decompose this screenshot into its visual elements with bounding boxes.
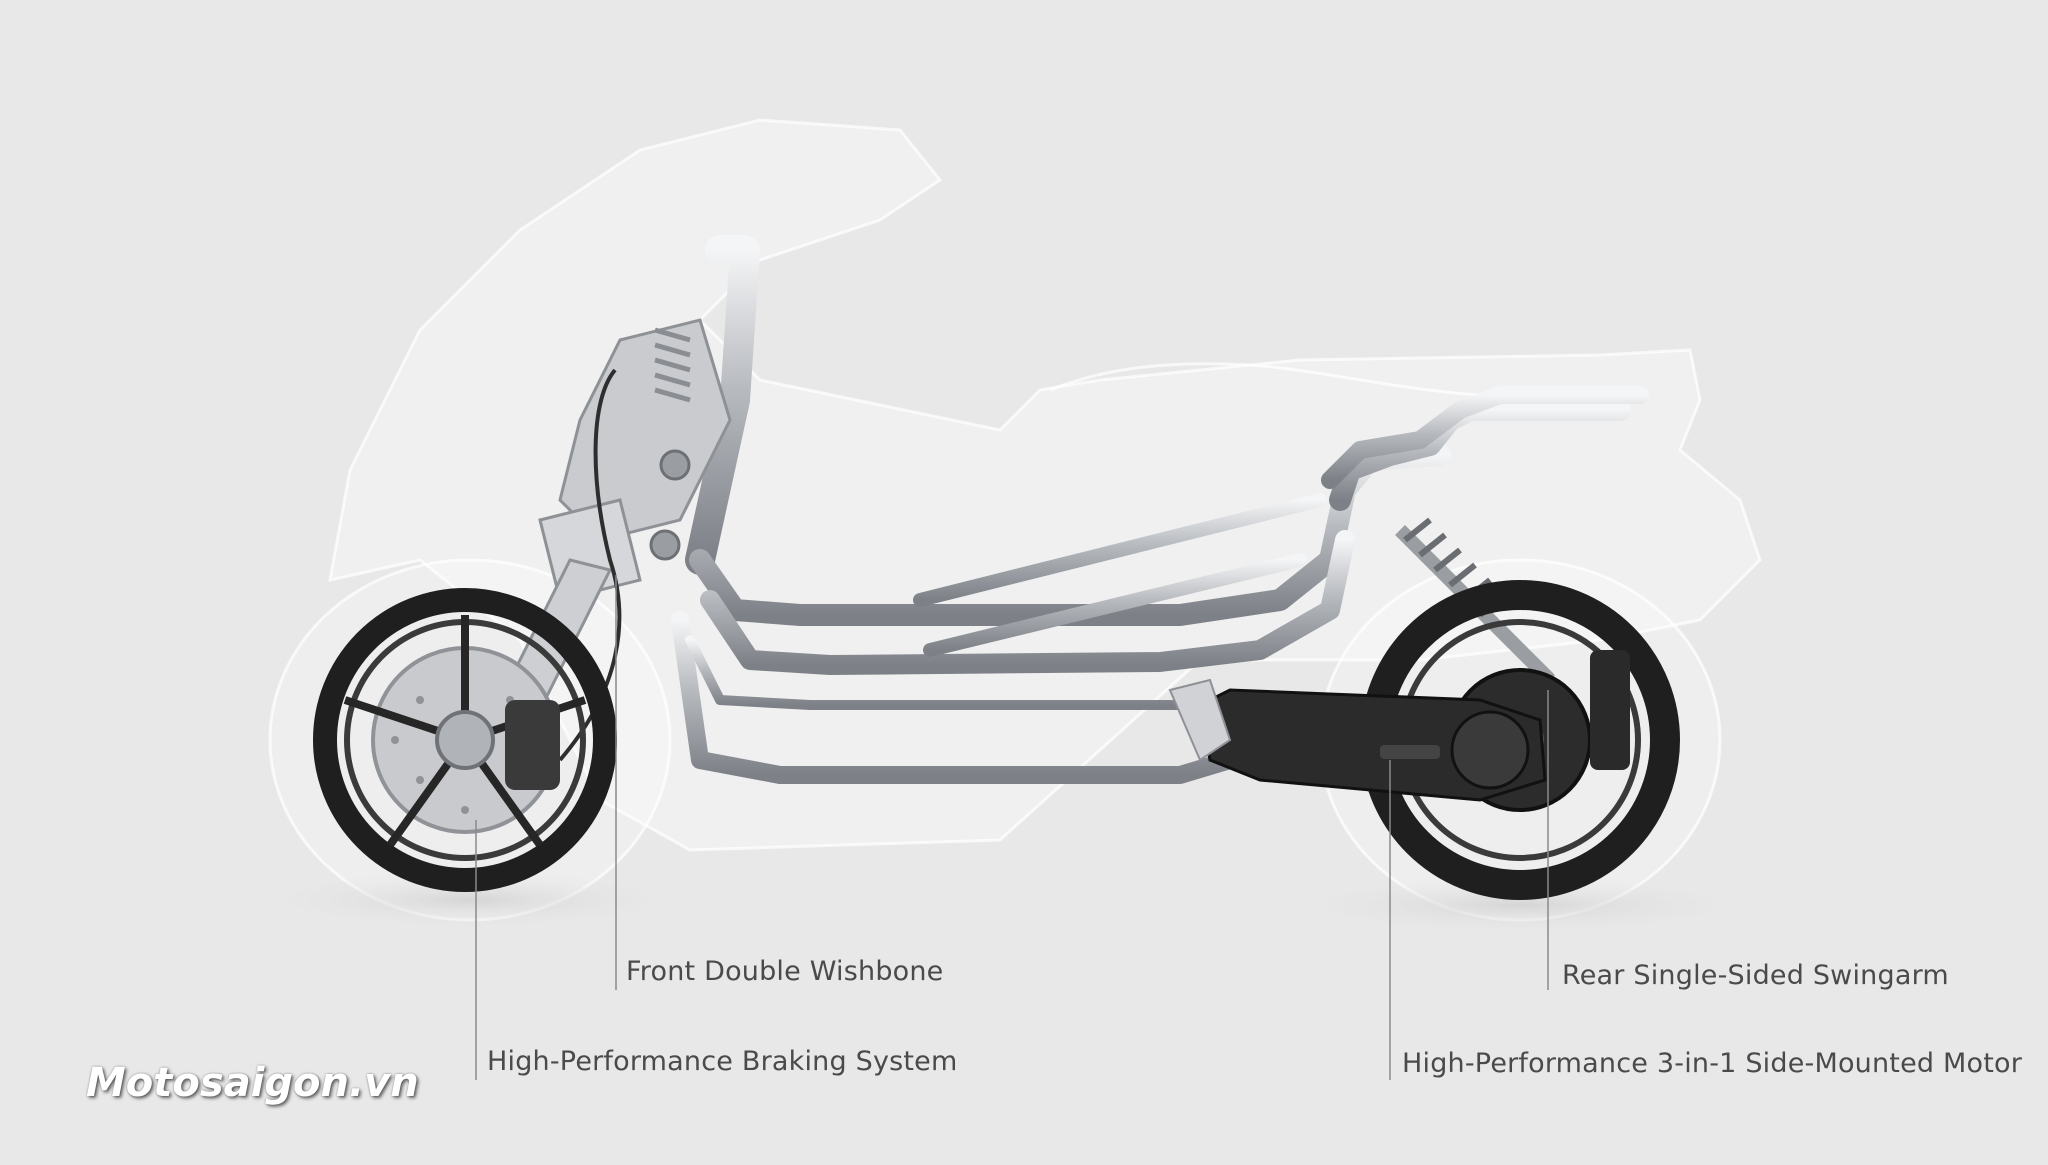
frame-tubes: [671, 235, 1649, 784]
ground-shadows: [250, 870, 1760, 935]
front-suspension: [487, 318, 732, 762]
callout-braking-system: High-Performance Braking System: [487, 1046, 958, 1077]
watermark-logo: Motosaigon.vn: [86, 1060, 419, 1106]
swingarm-motor: [1168, 678, 1547, 802]
callout-rear-swingarm: Rear Single-Sided Swingarm: [1562, 960, 1949, 991]
leader-lines: [475, 575, 1549, 1080]
callout-side-mounted-motor: High-Performance 3-in-1 Side-Mounted Mot…: [1402, 1048, 2023, 1079]
callout-front-double-wishbone: Front Double Wishbone: [626, 956, 944, 987]
front-wheel: [313, 588, 617, 892]
